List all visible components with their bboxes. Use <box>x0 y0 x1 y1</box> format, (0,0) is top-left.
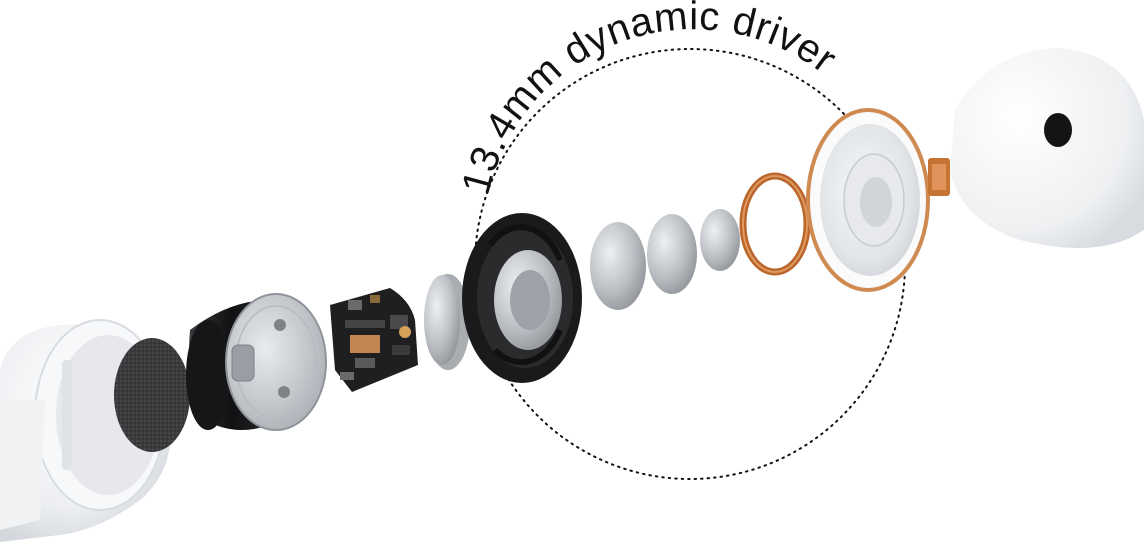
metal-disc-3 <box>700 209 740 271</box>
metal-disc-1 <box>590 222 646 310</box>
driver-diaphragm <box>806 108 930 292</box>
metal-disc-2 <box>647 214 697 294</box>
driver-size-label-path: 13.4mm dynamic driver <box>454 0 844 198</box>
circuit-board <box>330 288 418 392</box>
copper-connector <box>928 158 950 196</box>
driver-size-label: 13.4mm dynamic driver <box>454 0 845 198</box>
foam-mesh-filter <box>114 338 190 452</box>
battery-cylinder <box>186 293 327 431</box>
driver-frame <box>462 213 582 383</box>
voice-coil-ring <box>739 172 811 276</box>
earbud-tip <box>950 48 1144 248</box>
silver-spacer <box>424 274 470 370</box>
